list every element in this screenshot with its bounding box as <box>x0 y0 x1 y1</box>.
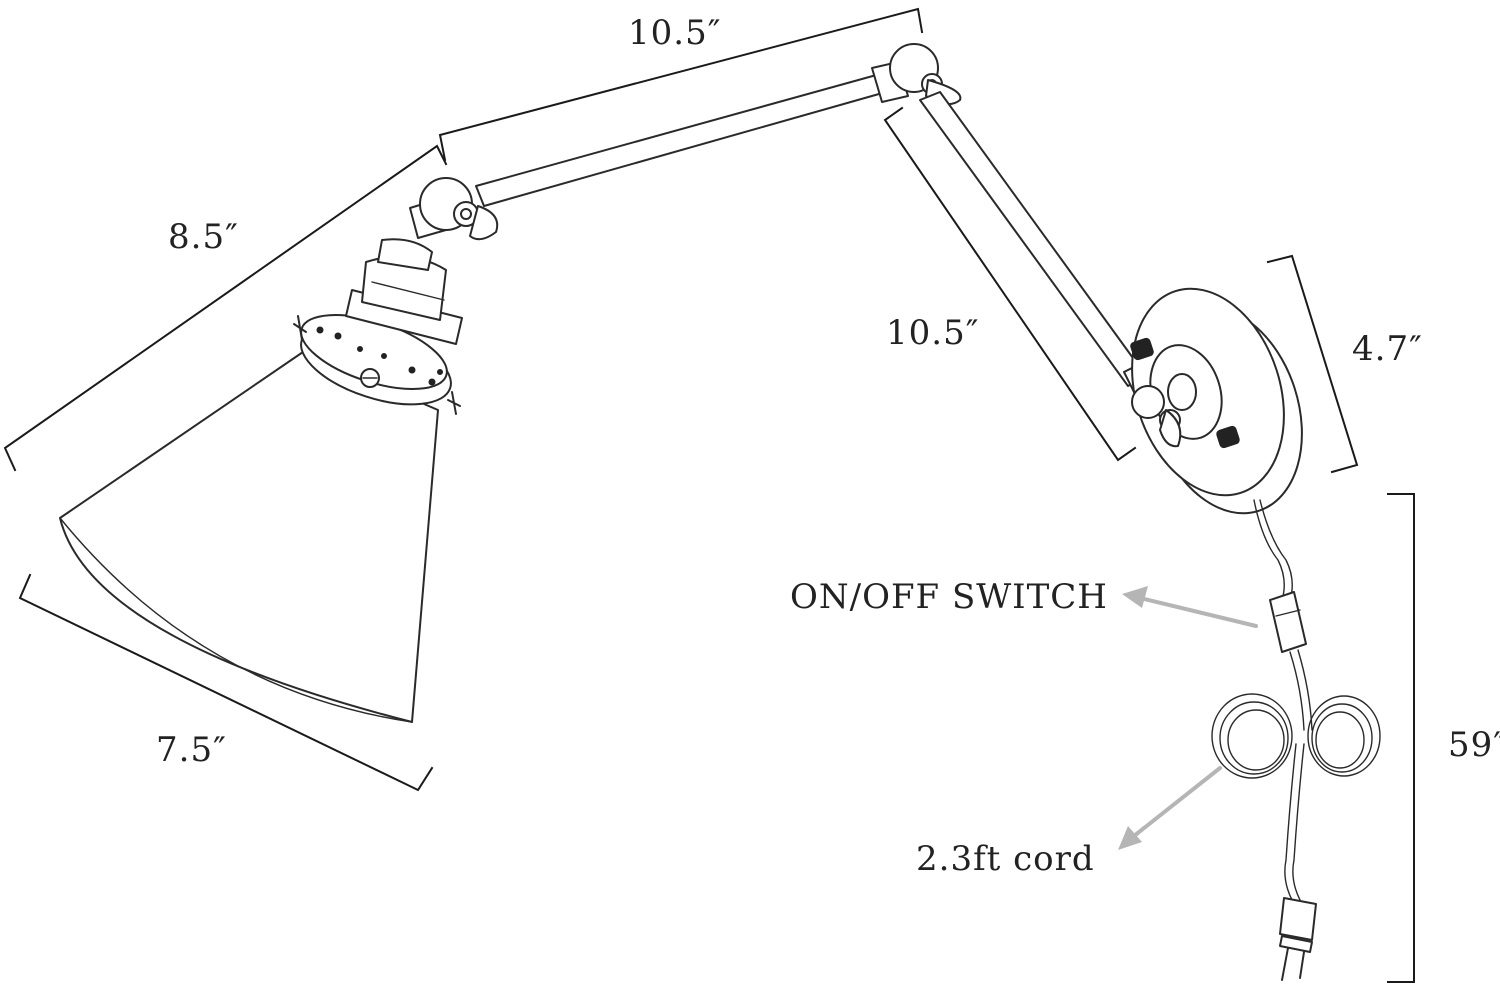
dimension-lamp-head <box>3 144 448 472</box>
dimension-total-height <box>1387 493 1415 983</box>
lamp-socket <box>345 238 463 345</box>
upper-arm-length-label: 10.5″ <box>628 13 721 53</box>
cord-length-label: 2.3ft cord <box>916 839 1095 879</box>
elbow-joint <box>889 43 962 106</box>
head-knuckle-joint <box>409 177 499 241</box>
dimension-lower-arm <box>883 106 1137 462</box>
power-plug <box>1279 897 1317 981</box>
dimension-base-plate <box>1266 254 1359 474</box>
lamp-shade <box>59 351 439 723</box>
base-plate-size-label: 4.7″ <box>1352 329 1423 369</box>
shade-width-label: 7.5″ <box>156 730 227 770</box>
power-cord-upper <box>1253 499 1293 601</box>
switch-pointer-arrow <box>1122 586 1258 628</box>
inline-switch <box>1269 591 1307 653</box>
switch-label: ON/OFF SWITCH <box>790 577 1108 617</box>
lamp-head-length-label: 8.5″ <box>168 217 239 257</box>
lower-arm <box>919 91 1163 401</box>
upper-arm <box>475 61 909 207</box>
dimension-shade <box>18 573 434 792</box>
cord-pointer-arrow <box>1118 766 1222 850</box>
shade-holder-ring <box>293 314 461 415</box>
wall-base-plate <box>1130 287 1303 515</box>
dimension-upper-arm <box>438 7 924 162</box>
total-height-label: 59″ <box>1448 725 1500 765</box>
lower-arm-length-label: 10.5″ <box>886 313 979 353</box>
coiled-cord <box>1211 649 1381 901</box>
